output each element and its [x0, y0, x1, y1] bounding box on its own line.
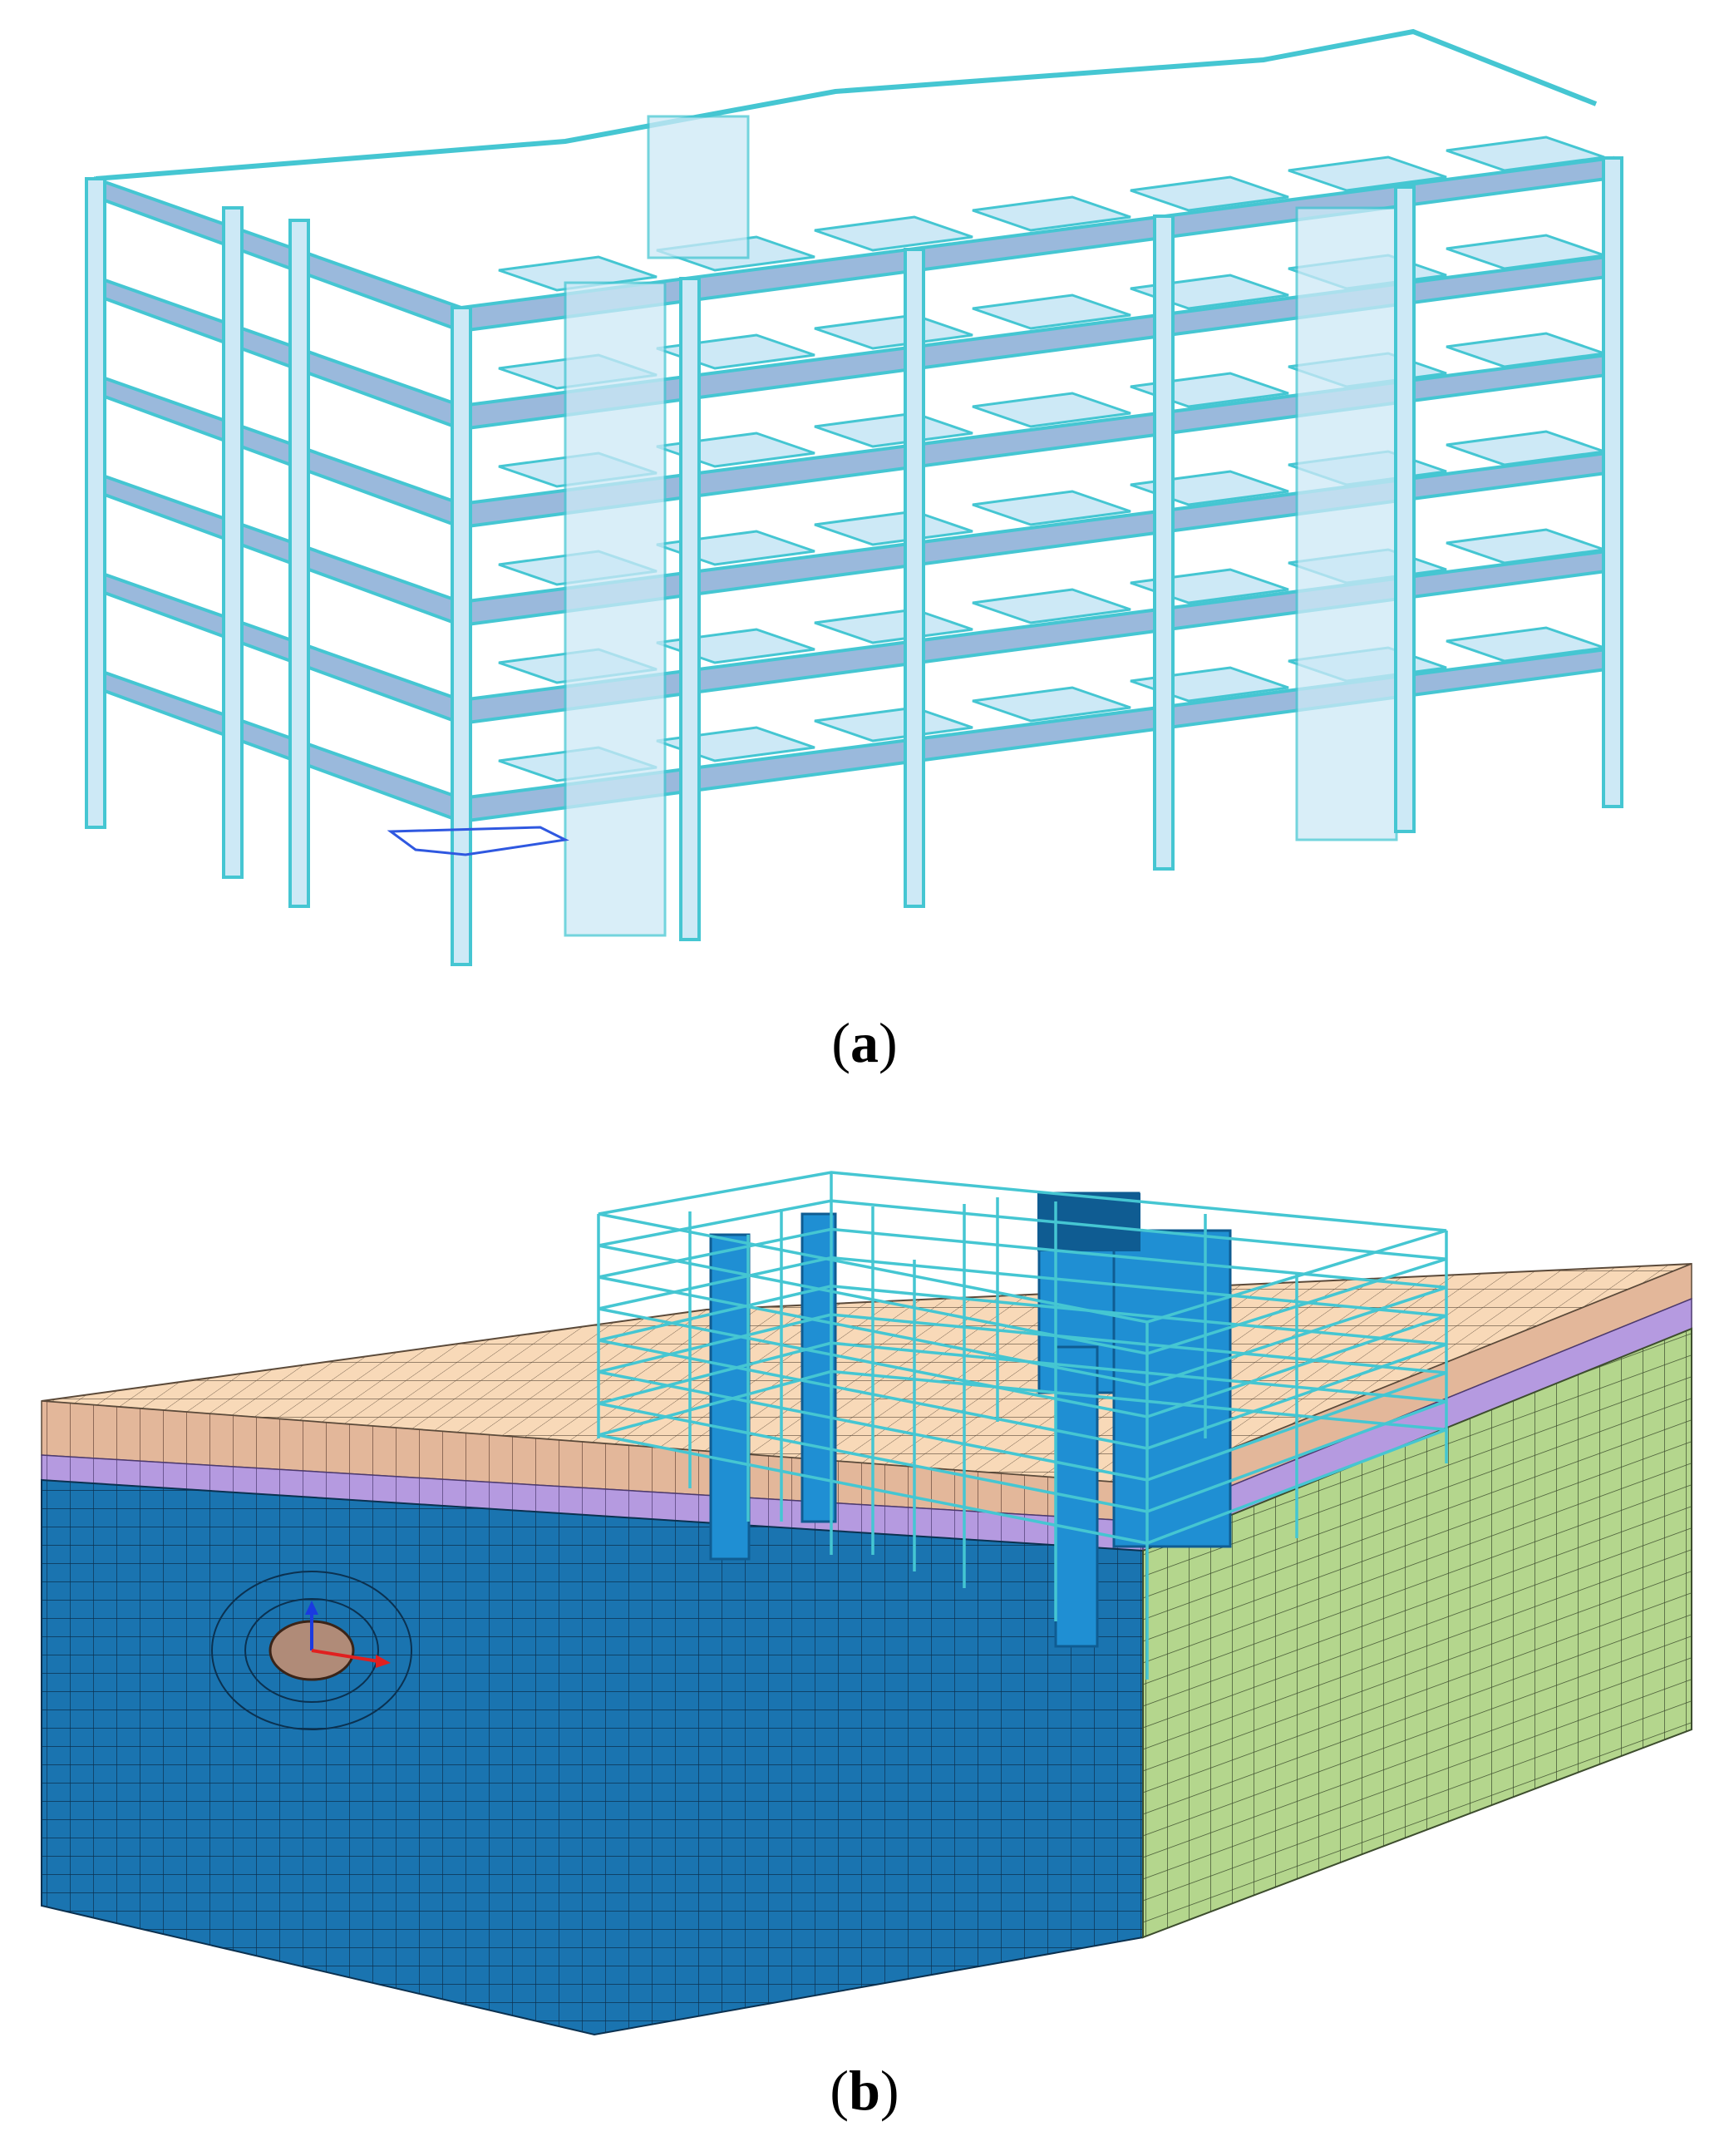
- floor-slab-strip: [814, 215, 973, 252]
- floor-slab-strip: [814, 412, 973, 448]
- frame-columns: [85, 156, 1623, 966]
- floor-slab-strip: [972, 294, 1131, 330]
- frame-walls: [564, 115, 1398, 937]
- floor-slab-strip: [972, 490, 1131, 526]
- soil-front-blue: [41, 1478, 1144, 2036]
- roof-edge-back: [95, 28, 1598, 181]
- shear-wall-panel: [1295, 206, 1398, 841]
- shear-wall-block: [1112, 1229, 1232, 1548]
- frame-column: [288, 219, 310, 908]
- floor-slab-strip: [814, 608, 973, 644]
- floor-slab-strip: [972, 195, 1131, 232]
- caption-b: (b): [830, 2059, 899, 2122]
- soil-side-green: [1142, 1327, 1692, 1939]
- frame-model-panel: [85, 28, 1623, 966]
- shear-wall-panel: [647, 115, 750, 259]
- floor-slab-strip: [1130, 175, 1289, 212]
- xyz-axis-icon: [305, 1601, 391, 1668]
- floor-slab-strip: [1288, 155, 1447, 192]
- floor-slab-strip: [814, 706, 973, 743]
- caption-a: (a): [831, 1011, 898, 1074]
- floor-slab-strip: [972, 588, 1131, 624]
- floor-slab-strip: [814, 313, 973, 350]
- caption-a-label: a: [850, 1011, 879, 1074]
- frame-column: [451, 306, 472, 966]
- frame-column: [904, 248, 925, 908]
- caption-b-label: b: [849, 2059, 880, 2122]
- floor-slab-strip: [814, 510, 973, 546]
- frame-column: [85, 177, 106, 829]
- frame-column: [1602, 156, 1623, 808]
- soil-structure-panel: [41, 1171, 1692, 2036]
- frame-column: [1394, 185, 1416, 833]
- building-frame-wireframe: [597, 1171, 1448, 1680]
- frame-column: [679, 277, 701, 941]
- frame-column: [222, 206, 244, 879]
- floor-slab-strip: [972, 392, 1131, 428]
- floor-slab-strip: [972, 686, 1131, 723]
- frame-back-layer: [95, 28, 1598, 181]
- frame-column: [1153, 215, 1175, 871]
- shear-wall-panel: [564, 281, 667, 937]
- stair-detail: [387, 826, 569, 856]
